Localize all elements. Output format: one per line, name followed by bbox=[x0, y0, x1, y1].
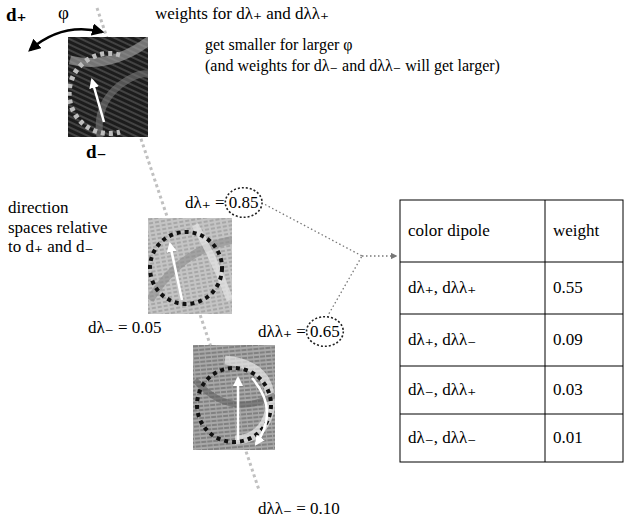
note-text: get smaller for larger φ bbox=[205, 36, 353, 54]
dotted-circle bbox=[150, 232, 222, 304]
note-text: weights for dλ₊ and dλλ₊ bbox=[155, 4, 329, 24]
table-cell: dλ₋, dλλ₋ bbox=[400, 414, 545, 462]
value-label: dλλ₋ = 0.10 bbox=[258, 499, 340, 519]
value-label: dλ₋ = 0.05 bbox=[88, 318, 162, 338]
dotted-circle bbox=[69, 54, 120, 134]
side-note: direction spaces relative to d₊ and d₋ bbox=[8, 198, 108, 257]
leader-arrow bbox=[362, 255, 396, 256]
direction-arrow bbox=[92, 80, 104, 122]
table-cell: 0.09 bbox=[545, 314, 623, 366]
image-texture bbox=[148, 218, 232, 314]
table-cell: 0.55 bbox=[545, 262, 623, 314]
curved-arrow bbox=[252, 378, 267, 444]
table-rule bbox=[545, 200, 546, 462]
vector-name: d₊ bbox=[6, 4, 27, 26]
image-band bbox=[99, 74, 148, 137]
table-cell: dλ₊, dλλ₊ bbox=[400, 262, 545, 314]
leader-line bbox=[329, 256, 362, 314]
table-cell: dλ₊, dλλ₋ bbox=[400, 314, 545, 366]
weight-table bbox=[400, 200, 623, 462]
vector-name: d₋ bbox=[86, 141, 107, 163]
direction-arrow bbox=[237, 378, 240, 440]
angle-symbol: φ bbox=[58, 2, 69, 24]
table-cell: 0.03 bbox=[545, 366, 623, 414]
bottom-image bbox=[193, 345, 275, 450]
top-image bbox=[68, 37, 148, 137]
table-cell: 0.01 bbox=[545, 414, 623, 462]
dotted-circle bbox=[197, 368, 271, 442]
table-cell: dλ₋, dλλ₊ bbox=[400, 366, 545, 414]
table-header: weight bbox=[545, 200, 623, 262]
direction-arrow bbox=[170, 244, 182, 300]
table-rule bbox=[400, 262, 623, 263]
table-border bbox=[400, 200, 623, 462]
leader-line bbox=[265, 205, 362, 257]
table-rule bbox=[400, 366, 623, 367]
table-header: color dipole bbox=[400, 200, 545, 262]
value-label: dλλ₊ = 0.65 bbox=[258, 322, 340, 342]
table-rule bbox=[400, 414, 623, 415]
note-text: (and weights for dλ₋ and dλλ₋ will get l… bbox=[205, 57, 500, 75]
value-label: dλ₊ = 0.85 bbox=[185, 193, 259, 213]
table-rule bbox=[400, 314, 623, 315]
middle-image bbox=[148, 218, 232, 314]
image-texture bbox=[193, 345, 275, 450]
